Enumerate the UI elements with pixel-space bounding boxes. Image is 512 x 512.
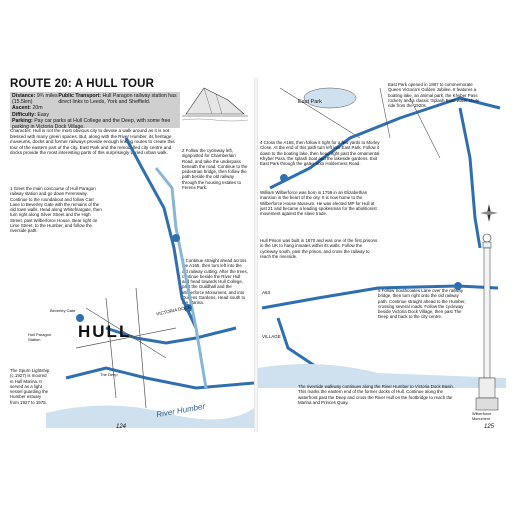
humber-water-east bbox=[258, 364, 506, 388]
walk-step-2: 2 Follow the cycleway left, signposted f… bbox=[182, 148, 248, 191]
ascent-value: 20m bbox=[32, 105, 43, 112]
left-route-map bbox=[46, 137, 254, 428]
parking-value: Pay car parks at Hull College and the De… bbox=[12, 117, 171, 131]
east-streets bbox=[279, 87, 441, 159]
distance-value: 9¾ miles (15.5km) bbox=[12, 93, 58, 106]
route-line-east-park bbox=[269, 96, 501, 190]
route-line-north bbox=[124, 137, 198, 329]
boating-lake bbox=[303, 87, 357, 109]
map-label-beverley-gate: Beverley Gate bbox=[50, 308, 76, 313]
map-label-the-deep: The Deep bbox=[100, 372, 118, 377]
distance-label: Distance: bbox=[12, 93, 36, 99]
map-label-paragon: Hull Paragon Station bbox=[28, 332, 52, 343]
right-step-4: 4 Cross the A165, then follow it right f… bbox=[260, 140, 380, 167]
right-route-map-south bbox=[258, 282, 506, 388]
page-number-left: 124 bbox=[116, 424, 127, 430]
street-grid bbox=[75, 287, 177, 409]
info-box: Distance: 9¾ miles (15.5km) Public Trans… bbox=[10, 92, 180, 131]
monument-caption: Wilberforce Monument bbox=[472, 412, 492, 422]
right-route-map-north bbox=[269, 87, 501, 248]
monument-sketch bbox=[475, 233, 499, 411]
walk-step-1: 1 Greet the main concourse of Hull Parag… bbox=[10, 186, 102, 234]
deep-sketch bbox=[182, 80, 248, 126]
book-gutter bbox=[254, 78, 258, 432]
walk-step-3: 3 Continue straight ahead across the A16… bbox=[182, 258, 248, 306]
page-number-right: 125 bbox=[484, 424, 495, 430]
right-step-5: 5 Follow Southcoates Lane over the railw… bbox=[378, 288, 466, 320]
route-line-east bbox=[458, 107, 482, 248]
route-line-railway-path bbox=[261, 284, 499, 310]
map-label-a63: A63 bbox=[262, 290, 271, 295]
route-title: ROUTE 20: A HULL TOUR bbox=[10, 78, 155, 90]
map-label-village: VILLAGE bbox=[262, 334, 281, 339]
map-label-east-park: East Park bbox=[298, 99, 322, 105]
parking-label: Parking: bbox=[12, 117, 33, 124]
map-label-hull: HULL bbox=[78, 322, 132, 341]
river-humber-water bbox=[46, 405, 254, 428]
waypoint-2 bbox=[172, 234, 180, 242]
waypoint-4 bbox=[280, 174, 288, 182]
transport-label: Public Transport: bbox=[58, 93, 102, 99]
spurn-lightship-note: The Spurn Lightship (c.1927) is moored i… bbox=[10, 368, 50, 405]
river-hull-water bbox=[154, 167, 208, 389]
intro-text: Character: Hull is not the most obvious … bbox=[10, 128, 175, 156]
east-park-note: East Park opened in 1887 to commemorate … bbox=[388, 82, 480, 109]
difficulty-value: Easy bbox=[37, 111, 49, 118]
route-line-south bbox=[65, 366, 254, 390]
route-line-centre bbox=[105, 326, 237, 345]
book-spread: ROUTE 20: A HULL TOUR Distance: 9¾ miles… bbox=[6, 78, 506, 432]
riverside-note: The riverside walkway continues along th… bbox=[298, 384, 455, 405]
compass-icon bbox=[480, 204, 498, 222]
hull-prison-note: Hull Prison was built in 1870 and was on… bbox=[260, 238, 378, 259]
waypoint-3 bbox=[184, 304, 192, 312]
wilberforce-note: William Wilberforce was born in 1759 in … bbox=[260, 190, 377, 217]
ascent-label: Ascent: bbox=[12, 105, 32, 112]
waypoint-1 bbox=[76, 314, 84, 322]
right-page: East Park 4 Cross the A165, then follow … bbox=[258, 78, 506, 432]
difficulty-label: Difficulty: bbox=[12, 111, 36, 118]
left-page: ROUTE 20: A HULL TOUR Distance: 9¾ miles… bbox=[6, 78, 254, 432]
waypoint-5 bbox=[454, 282, 462, 290]
transport-value: Hull Paragon railway station has direct … bbox=[58, 93, 177, 106]
